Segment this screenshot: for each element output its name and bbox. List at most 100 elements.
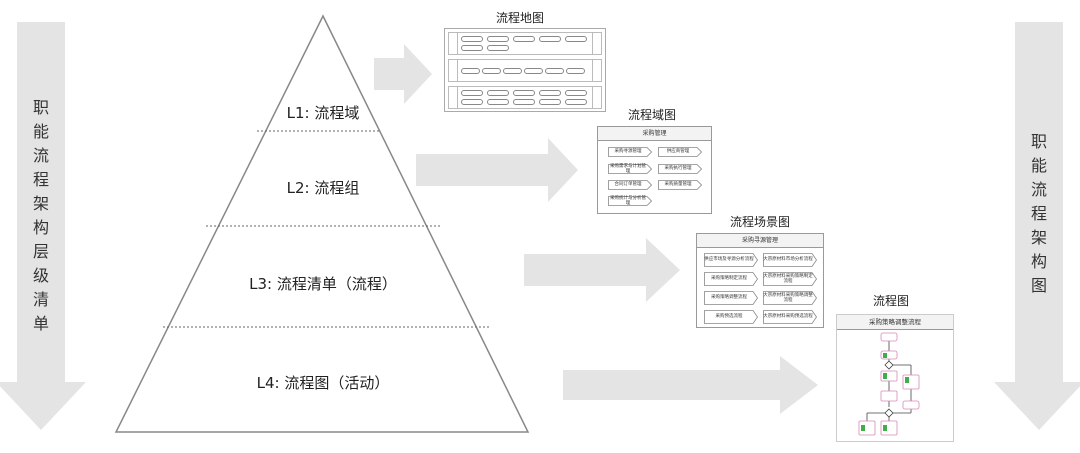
flow-activity-marker [861,425,865,431]
left-arrow-shape [0,22,86,430]
map-pill [482,68,501,74]
scene-process-label: 大宗原材料采购策略制定流程 [763,273,813,285]
scene-process-label: 大宗原材料市场分析流程 [763,257,813,263]
pyramid-outline [114,14,530,433]
map-pill [545,68,564,74]
scene-panel: 采购寻源管理 供应市场及寻源分析流程大宗原材料市场分析流程采购策略制定流程大宗原… [696,233,824,328]
domain-process-group-label: 供应商管理 [666,149,690,155]
map-pill [565,90,587,96]
map-pill [461,36,483,42]
domain-process-group: 采购质量管理 [658,180,702,190]
domain-process-group-label: 采购统计与分析管理 [610,195,646,207]
scene-process: 供应市场及寻源分析流程 [704,253,758,267]
scene-process-label: 采购策略调整流程 [711,295,747,301]
scene-process: 大宗原材料市场分析流程 [763,253,817,267]
flow-panel-title: 流程图 [873,294,910,308]
map-pill [539,90,561,96]
map-pill [487,45,509,51]
domain-process-group: 供应商管理 [658,147,702,157]
flow-decision [884,408,894,418]
flow-activity-marker [883,353,887,358]
domain-process-group: 采购统计与分析管理 [608,196,652,206]
scene-process-label: 采购预选流程 [715,314,743,320]
domain-process-group: 采购寻源管理 [608,147,652,157]
map-pill [513,90,535,96]
flow-node [902,400,920,410]
domain-process-group: 采购执行管理 [658,164,702,174]
domain-process-group: 采购需求与计划管理 [608,164,652,174]
map-row-2-right-tab [592,60,601,81]
flow-node [880,332,898,342]
map-panel [444,28,606,112]
map-row-2-left-tab [449,60,458,81]
arrow-to-flow [563,356,818,414]
map-pill [503,68,522,74]
pyramid-level-1: L1: 流程域 [286,104,360,122]
map-pill [566,68,585,74]
domain-panel-title: 流程域图 [628,108,677,122]
map-pill [461,68,480,74]
map-pill [524,68,543,74]
pyramid-level-4: L4: 流程图（活动） [256,374,390,392]
map-pill [539,36,561,42]
scene-process: 大宗原材料采购策略调整流程 [763,291,817,305]
map-pill [565,36,587,42]
scene-process: 大宗原材料采购策略制定流程 [763,272,817,286]
scene-panel-title: 流程场景图 [730,215,791,229]
flow-activity-marker [883,373,887,379]
flow-activity-marker [905,377,909,383]
right-side-label: 职能流程架构图 [1030,132,1047,295]
map-pill [461,45,483,51]
map-row-2 [448,59,602,82]
scene-process-label: 采购策略制定流程 [711,276,747,282]
map-pill [513,36,535,42]
right-arrow-shape [994,22,1080,430]
domain-process-group: 合同订单管理 [608,180,652,190]
flow-node [880,420,898,436]
flow-activity-marker [883,425,887,431]
map-panel-title: 流程地图 [496,11,545,25]
domain-process-group-label: 合同订单管理 [614,182,642,188]
flow-node [858,420,876,436]
flow-panel: 采购策略调整流程 [836,314,954,442]
domain-process-group-label: 采购执行管理 [664,166,692,172]
domain-process-group-label: 采购质量管理 [664,182,692,188]
flow-decision [884,360,894,370]
flow-node [880,390,898,402]
pyramid-level-3: L3: 流程清单（流程） [249,275,397,293]
scene-panel-header: 采购寻源管理 [697,234,823,248]
map-row-3-left-tab [449,87,458,108]
domain-panel-header: 采购管理 [598,127,711,141]
map-pill [461,90,483,96]
map-row-3 [448,86,602,109]
map-row-1-right-tab [592,33,601,54]
scene-process: 采购预选流程 [704,310,758,324]
scene-process: 采购策略调整流程 [704,291,758,305]
arrow-to-map [374,44,432,104]
pyramid-level-2: L2: 流程组 [286,179,360,197]
scene-process: 采购策略制定流程 [704,272,758,286]
scene-process: 大宗原材料采购预选流程 [763,310,817,324]
arrow-to-domain [416,138,578,202]
flow-panel-header: 采购策略调整流程 [837,315,953,330]
domain-process-group-label: 采购寻源管理 [614,149,642,155]
map-pill [513,99,535,105]
scene-process-label: 供应市场及寻源分析流程 [704,257,754,263]
map-pill [539,99,561,105]
domain-panel: 采购管理 采购寻源管理 供应商管理采购需求与计划管理 采购执行管理合同订单管理 采购质… [597,126,712,214]
map-pill [487,36,509,42]
domain-process-group-label: 采购需求与计划管理 [610,163,646,175]
map-row-3-right-tab [592,87,601,108]
scene-process-label: 大宗原材料采购策略调整流程 [763,292,813,304]
map-row-1 [448,32,602,55]
map-row-1-left-tab [449,33,458,54]
left-side-label: 职能流程架构层级清单 [32,98,49,333]
flow-diagram [858,332,920,436]
map-pill [461,99,483,105]
map-pill [487,99,509,105]
map-pill [565,99,587,105]
arrow-to-scene [524,238,680,302]
scene-process-label: 大宗原材料采购预选流程 [763,314,813,320]
map-pill [487,90,509,96]
